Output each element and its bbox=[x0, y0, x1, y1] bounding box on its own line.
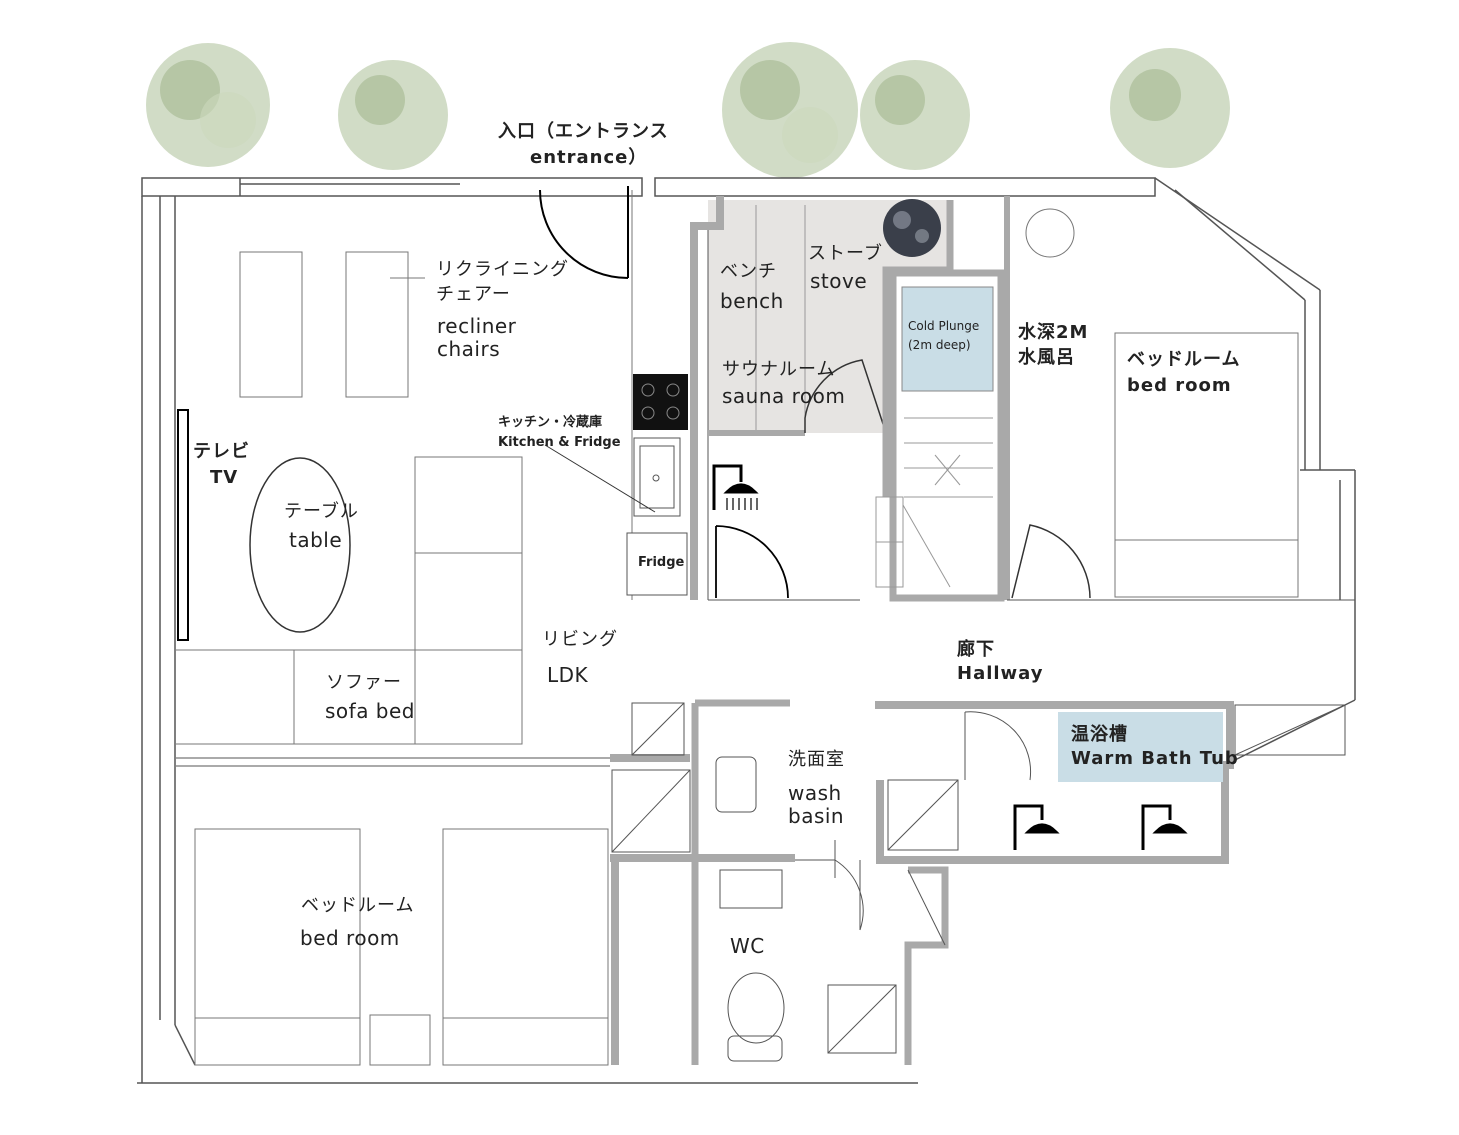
stove-label-en: stove bbox=[810, 269, 868, 293]
recliner-label-en: recliner bbox=[437, 314, 517, 338]
tv-label-en: TV bbox=[210, 467, 239, 488]
outer-walls bbox=[137, 177, 1356, 1084]
kitchen-label-jp: キッチン・冷蔵庫 bbox=[498, 415, 603, 430]
recliner-chair bbox=[239, 251, 303, 398]
hallway-label-jp: 廊下 bbox=[957, 639, 995, 660]
trees bbox=[146, 42, 1230, 178]
tree bbox=[146, 43, 270, 167]
kitchen-label-en: Kitchen & Fridge bbox=[498, 435, 621, 450]
tv-label-jp: テレビ bbox=[193, 441, 250, 462]
living-label-en: LDK bbox=[547, 663, 589, 687]
table-label-jp: テーブル bbox=[284, 501, 359, 522]
kitchen bbox=[544, 190, 688, 600]
bedroom-left-label-en: bed room bbox=[300, 926, 400, 950]
tree bbox=[722, 42, 858, 178]
cold-plunge-shape bbox=[875, 200, 1005, 602]
sauna-room-shape bbox=[690, 196, 948, 600]
living-label-jp: リビング bbox=[542, 629, 618, 650]
wash-label-jp: 洗面室 bbox=[788, 749, 845, 770]
tree bbox=[338, 60, 448, 170]
table-shape bbox=[249, 457, 351, 633]
bath-label-jp: 温浴槽 bbox=[1071, 724, 1128, 745]
cold-plunge-label-en2: (2m deep) bbox=[908, 338, 971, 352]
bedroom-right-label-en: bed room bbox=[1127, 375, 1232, 396]
table-label-en: table bbox=[289, 528, 343, 552]
stove-label-jp: ストーブ bbox=[808, 243, 883, 264]
wash-label-en: wash bbox=[788, 781, 842, 805]
tree bbox=[1110, 48, 1230, 168]
cold-plunge-label-jp2: 水風呂 bbox=[1018, 347, 1075, 368]
partition bbox=[176, 754, 690, 767]
entrance-door bbox=[539, 186, 629, 279]
entrance-label-jp: 入口（エントランス bbox=[498, 121, 669, 142]
entrance-label-en: entrance） bbox=[530, 147, 648, 168]
right-bedroom bbox=[1004, 196, 1355, 601]
cold-plunge-label-en: Cold Plunge bbox=[908, 319, 980, 333]
recliner-chair bbox=[345, 251, 409, 398]
shower-icon bbox=[712, 464, 759, 510]
fridge-label: Fridge bbox=[638, 555, 685, 570]
left-bedroom-beds bbox=[194, 828, 609, 1066]
stove-icon bbox=[883, 199, 941, 257]
bedroom-left-label-jp: ベッドルーム bbox=[301, 895, 415, 916]
recliner-label-jp: リクライニング bbox=[436, 259, 569, 280]
recliner-label-jp2: チェアー bbox=[436, 284, 511, 305]
bedroom-right-label-jp: ベッドルーム bbox=[1127, 349, 1241, 370]
sofa-label-en: sofa bed bbox=[325, 699, 416, 723]
hallway-label-en: Hallway bbox=[957, 663, 1044, 684]
wc-label: WC bbox=[730, 934, 765, 958]
bench-label-jp: ベンチ bbox=[720, 261, 777, 282]
cold-plunge-label-jp: 水深2M bbox=[1018, 322, 1089, 343]
sofa-bed bbox=[176, 456, 523, 745]
shower-room-door bbox=[715, 525, 789, 599]
wash-label-en2: basin bbox=[788, 804, 845, 828]
sauna-label-en: sauna room bbox=[722, 384, 846, 408]
sauna-label-jp: サウナルーム bbox=[722, 359, 836, 380]
tree bbox=[860, 60, 970, 170]
warm-bath-room bbox=[875, 701, 1346, 864]
shower-icon bbox=[1013, 804, 1060, 850]
bench-label-en: bench bbox=[720, 289, 784, 313]
tv-unit bbox=[177, 409, 189, 641]
shower-icon bbox=[1141, 804, 1188, 850]
sofa-label-jp: ソファー bbox=[326, 672, 402, 693]
bath-label-en: Warm Bath Tub bbox=[1071, 748, 1239, 769]
recliner-label-en2: chairs bbox=[437, 337, 501, 361]
wash-wc bbox=[610, 699, 949, 1065]
